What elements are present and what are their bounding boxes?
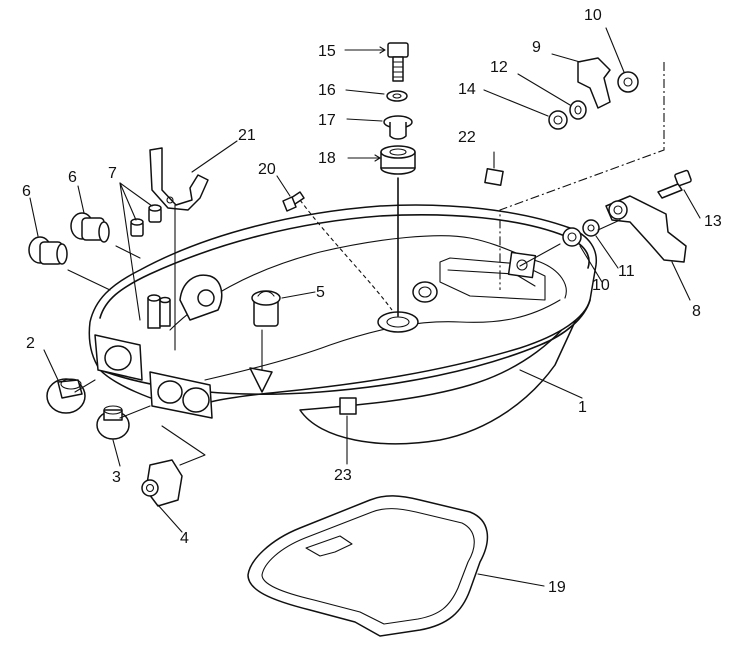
nut-part-10-lower: [562, 227, 582, 247]
grommet-part-18: [380, 145, 416, 175]
callout-11: 11: [618, 263, 635, 280]
washer-part-16: [386, 90, 408, 102]
callout-labels: 1 2 3 4 5 6 6 7 8 9 10 10 11 12 13 14 15…: [22, 7, 722, 596]
callout-4: 4: [180, 530, 189, 547]
callout-2: 2: [26, 335, 35, 352]
callout-6-left: 6: [22, 183, 31, 200]
callout-13: 13: [704, 213, 722, 230]
callout-21: 21: [238, 127, 256, 144]
callout-10-lower: 10: [592, 277, 610, 294]
callout-10-top: 10: [584, 7, 602, 24]
screw-part-20: [282, 191, 305, 212]
washer-part-11: [582, 219, 600, 237]
callout-18: 18: [318, 150, 336, 167]
nut-part-10-top: [617, 71, 639, 93]
fitting-part-5: [251, 290, 281, 327]
leader-lines: [29, 27, 701, 587]
bracket-part-9: [577, 57, 611, 109]
connector-part-4: [141, 459, 183, 507]
grommet-part-3: [96, 405, 130, 440]
bushing-part-6-right: [70, 212, 110, 243]
callout-9: 9: [532, 39, 541, 56]
callout-12: 12: [490, 59, 508, 76]
bushing-part-6-left: [28, 236, 68, 265]
clip-part-7: [130, 204, 162, 237]
callout-15: 15: [318, 43, 336, 60]
callout-1: 1: [578, 399, 587, 416]
callout-20: 20: [258, 161, 276, 178]
callout-16: 16: [318, 82, 336, 99]
bracket-part-21: [149, 147, 209, 211]
bolt-part-13: [657, 169, 692, 199]
bottom-gasket: [247, 495, 489, 637]
callout-5: 5: [316, 284, 325, 301]
callout-3: 3: [112, 469, 121, 486]
callout-7: 7: [108, 165, 117, 182]
callout-19: 19: [548, 579, 566, 596]
washer-part-12: [569, 100, 587, 120]
bracket-part-8: [605, 195, 687, 263]
bottom-cowling-pan: [88, 204, 598, 445]
callout-8: 8: [692, 303, 701, 320]
callout-6-right: 6: [68, 169, 77, 186]
label-part-22: [484, 167, 504, 187]
callout-23: 23: [334, 467, 352, 484]
nut-part-14: [548, 110, 568, 130]
plug-part-2: [46, 378, 86, 414]
collar-part-17: [383, 115, 413, 140]
callout-22: 22: [458, 129, 476, 146]
callout-14: 14: [458, 81, 476, 98]
bolt-part-15: [387, 42, 409, 82]
callout-17: 17: [318, 112, 336, 129]
